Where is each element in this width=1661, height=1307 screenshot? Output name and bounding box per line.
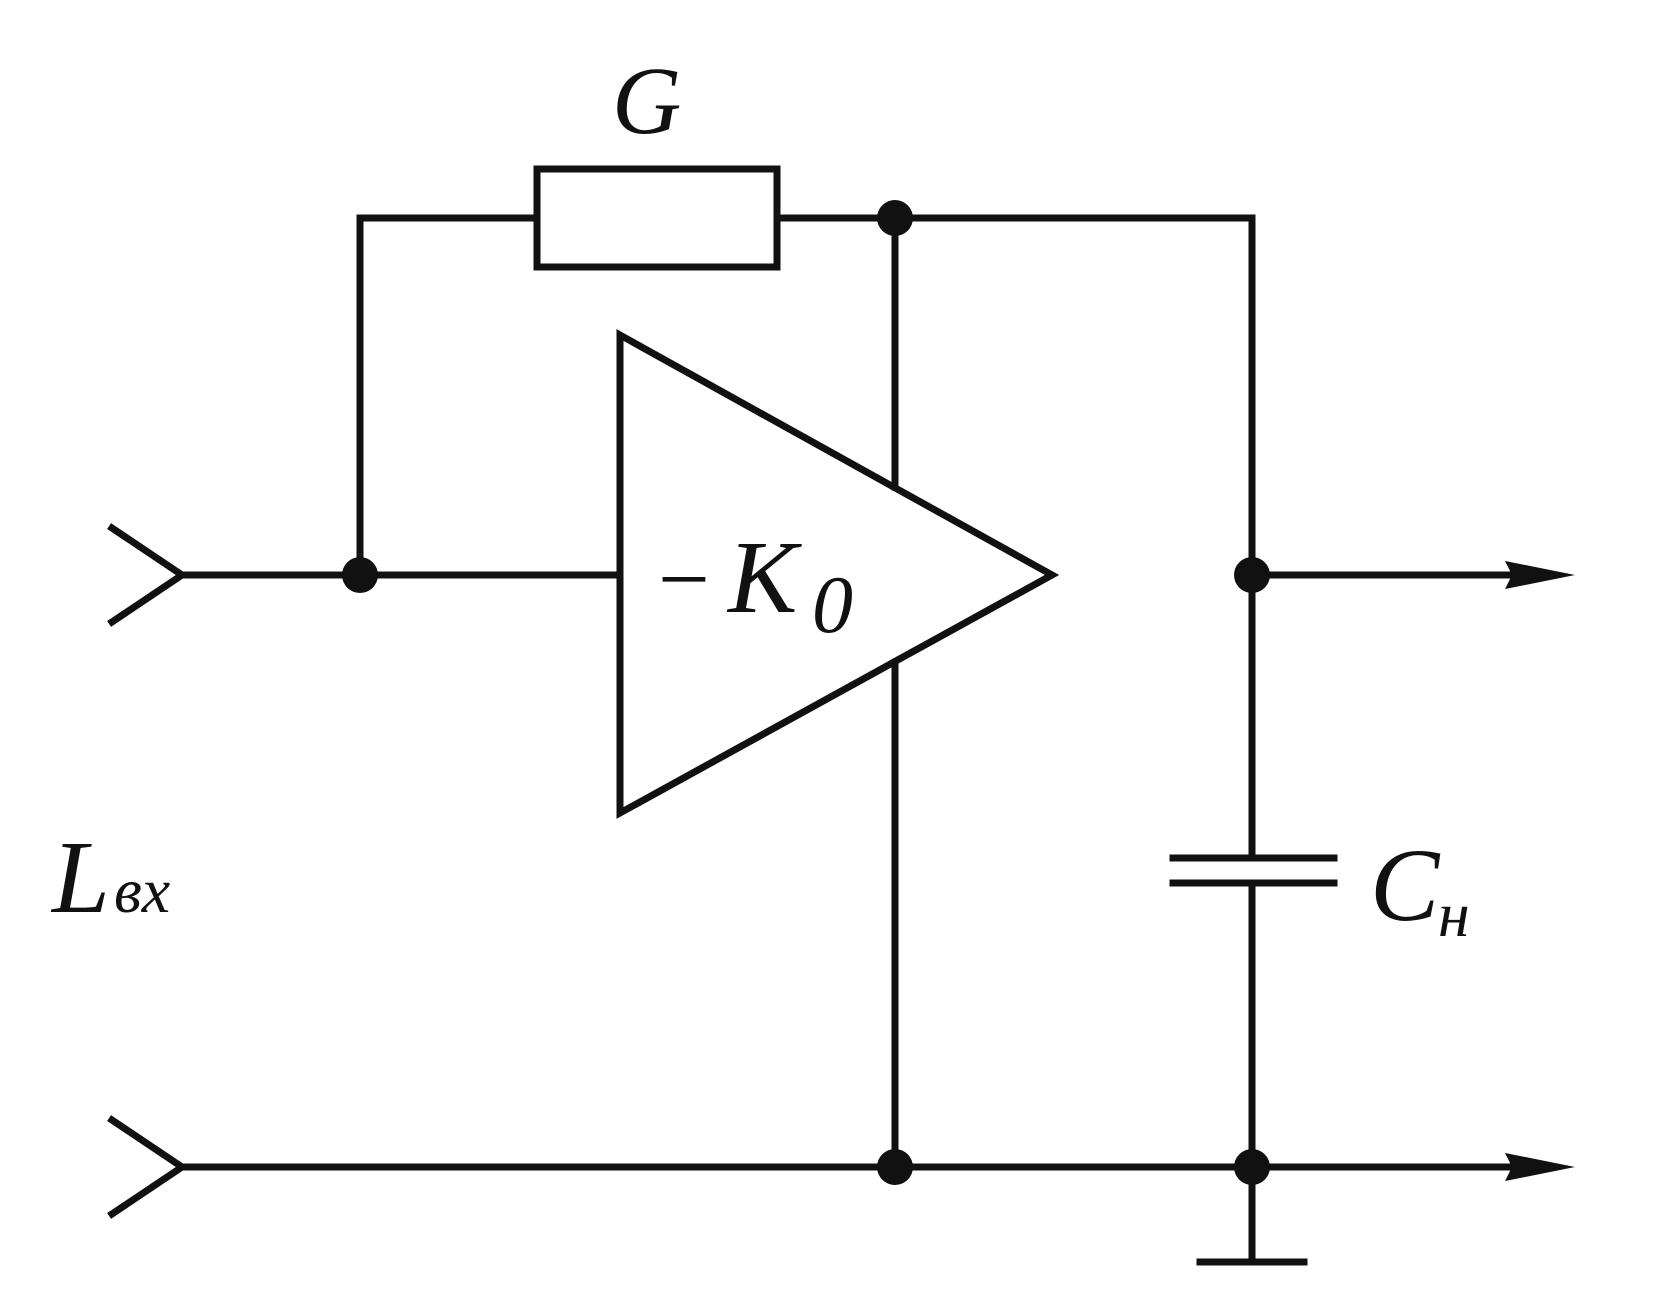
junction-dot-ground-right [1234, 1149, 1270, 1185]
capacitor-label-subscript: н [1438, 879, 1470, 950]
amplifier-triangle [616, 329, 1060, 819]
capacitor-label: C [1370, 828, 1441, 943]
amplifier-gain-subscript: 0 [812, 559, 853, 650]
amplifier-gain-label: K [726, 520, 802, 635]
input-terminal-bottom [107, 1115, 189, 1219]
resistor-label: G [612, 47, 681, 154]
junction-dot-input [342, 557, 378, 593]
input-terminal-top [107, 523, 189, 627]
input-label-subscript: вх [114, 855, 170, 926]
output-arrow-top [1505, 561, 1575, 589]
junction-dot-output [1234, 557, 1270, 593]
output-arrow-bottom [1505, 1153, 1575, 1181]
input-label: L [50, 820, 110, 935]
feedback-resistor [533, 165, 781, 271]
junction-dot-feedback [877, 200, 913, 236]
amplifier-sign-label: − [658, 528, 710, 630]
junction-dot-ground-left [877, 1149, 913, 1185]
feedback-wire-left [356, 214, 541, 579]
